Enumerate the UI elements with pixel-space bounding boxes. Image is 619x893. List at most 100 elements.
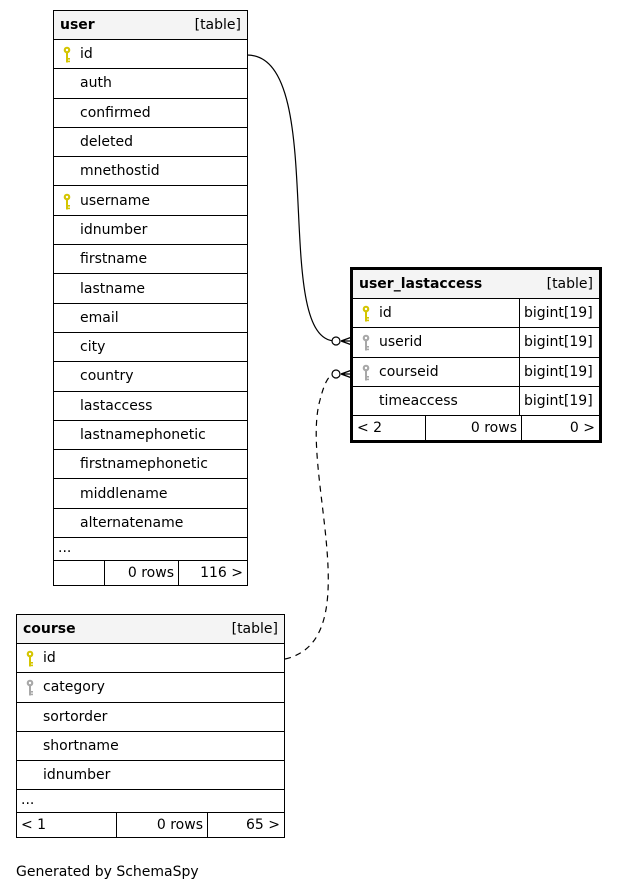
column-type: bigint[19] <box>519 386 599 416</box>
column-name-cell: username <box>54 186 247 214</box>
user-children-link[interactable]: 116 > <box>200 565 243 582</box>
column-row[interactable]: firstname <box>54 245 247 275</box>
column-name: lastaccess <box>80 397 153 414</box>
user-row-count: 0 rows <box>105 561 179 586</box>
column-name: userid <box>379 334 423 351</box>
key-placeholder <box>60 486 80 502</box>
column-name: alternatename <box>80 514 184 531</box>
column-row[interactable]: id bigint[19] <box>353 299 599 329</box>
course-children-link[interactable]: 65 > <box>246 817 280 834</box>
user-lastaccess-parents-link[interactable]: < 2 <box>353 416 426 441</box>
user-table[interactable]: user [table] id auth confirmed deleted mneth… <box>53 10 248 587</box>
column-row[interactable]: lastnamephonetic <box>54 421 247 451</box>
column-row[interactable]: shortname <box>17 732 284 762</box>
key-placeholder <box>359 393 379 409</box>
column-row[interactable]: city <box>54 333 247 363</box>
courseid-crowfoot-circle <box>331 369 341 379</box>
column-row[interactable]: username <box>54 186 247 216</box>
column-row[interactable]: id <box>54 40 247 70</box>
column-name: confirmed <box>80 104 151 121</box>
column-name-cell: category <box>17 673 284 701</box>
key-placeholder <box>23 709 43 725</box>
column-name-cell: id <box>17 644 284 672</box>
course-parents-link[interactable]: < 1 <box>17 813 117 838</box>
column-row[interactable]: userid bigint[19] <box>353 328 599 358</box>
key-placeholder <box>60 368 80 384</box>
column-row[interactable]: idnumber <box>17 761 284 791</box>
column-name-cell: idnumber <box>54 216 247 244</box>
key-placeholder <box>23 767 43 783</box>
user-parents-link[interactable] <box>54 561 105 586</box>
user-table-name: user <box>60 17 95 33</box>
user-table-kind: [table] <box>194 17 241 33</box>
user-id-to-userid-link <box>246 54 336 342</box>
column-type: bigint[19] <box>519 357 599 386</box>
column-name-cell: auth <box>54 69 247 97</box>
column-name: sortorder <box>43 708 108 725</box>
key-placeholder <box>23 738 43 754</box>
key-placeholder <box>60 163 80 179</box>
column-name: category <box>43 679 105 696</box>
column-row[interactable]: deleted <box>54 128 247 158</box>
column-row[interactable]: courseid bigint[19] <box>353 357 599 387</box>
userid-crowfoot-circle <box>331 336 341 346</box>
user-columns: id auth confirmed deleted mnethostid username… <box>54 40 247 539</box>
column-name-cell: firstname <box>54 245 247 273</box>
column-row[interactable]: mnethostid <box>54 157 247 187</box>
column-name: courseid <box>379 363 439 380</box>
column-row[interactable]: id <box>17 644 284 674</box>
course-table[interactable]: course [table] id category sortorder shortn… <box>16 614 285 839</box>
course-table-name: course <box>23 621 76 637</box>
user-lastaccess-footer: < 2 0 rows 0 > <box>353 416 599 441</box>
column-name: deleted <box>80 134 133 151</box>
column-row[interactable]: sortorder <box>17 703 284 732</box>
user-lastaccess-columns: id bigint[19] userid bigint[19] courseid bigi… <box>353 299 599 417</box>
column-name: firstnamephonetic <box>80 456 208 473</box>
column-name: id <box>379 305 392 322</box>
column-type: bigint[19] <box>519 299 599 328</box>
key-placeholder <box>60 456 80 472</box>
primary-key-icon <box>359 305 379 322</box>
key-placeholder <box>60 398 80 414</box>
column-row[interactable]: country <box>54 362 247 392</box>
column-row[interactable]: auth <box>54 69 247 99</box>
primary-key-icon <box>60 46 80 63</box>
foreign-key-icon <box>23 679 43 696</box>
column-name-cell: confirmed <box>54 99 247 127</box>
user-lastaccess-table-header[interactable]: user_lastaccess [table] <box>353 270 599 299</box>
column-type: bigint[19] <box>519 328 599 357</box>
key-placeholder <box>60 281 80 297</box>
column-name-cell: deleted <box>54 128 247 156</box>
course-table-header[interactable]: course [table] <box>17 615 284 644</box>
column-row[interactable]: confirmed <box>54 99 247 128</box>
column-row[interactable]: lastaccess <box>54 392 247 421</box>
user-lastaccess-children-link[interactable]: 0 > <box>569 420 595 437</box>
column-row[interactable]: email <box>54 304 247 333</box>
key-placeholder <box>60 134 80 150</box>
column-name: email <box>80 309 119 326</box>
column-name-cell: lastaccess <box>54 392 247 420</box>
column-name: shortname <box>43 738 119 755</box>
column-name-cell: middlename <box>54 479 247 507</box>
column-name: id <box>43 650 56 667</box>
column-name: mnethostid <box>80 163 160 180</box>
column-row[interactable]: alternatename <box>54 509 247 539</box>
column-name-cell: courseid <box>353 358 519 386</box>
key-placeholder <box>60 339 80 355</box>
user-table-header[interactable]: user [table] <box>54 11 247 40</box>
column-name: id <box>80 46 93 63</box>
column-name: lastname <box>80 280 145 297</box>
user-footer: 0 rows 116 > <box>54 561 247 586</box>
column-row[interactable]: firstnamephonetic <box>54 450 247 480</box>
column-name: city <box>80 339 106 356</box>
user-lastaccess-table-kind: [table] <box>546 276 593 292</box>
column-row[interactable]: middlename <box>54 479 247 509</box>
column-row[interactable]: category <box>17 673 284 703</box>
column-row[interactable]: idnumber <box>54 216 247 246</box>
course-more-columns: ... <box>17 790 284 814</box>
column-row[interactable]: lastname <box>54 274 247 304</box>
column-name-cell: mnethostid <box>54 157 247 185</box>
column-name-cell: id <box>353 299 519 327</box>
